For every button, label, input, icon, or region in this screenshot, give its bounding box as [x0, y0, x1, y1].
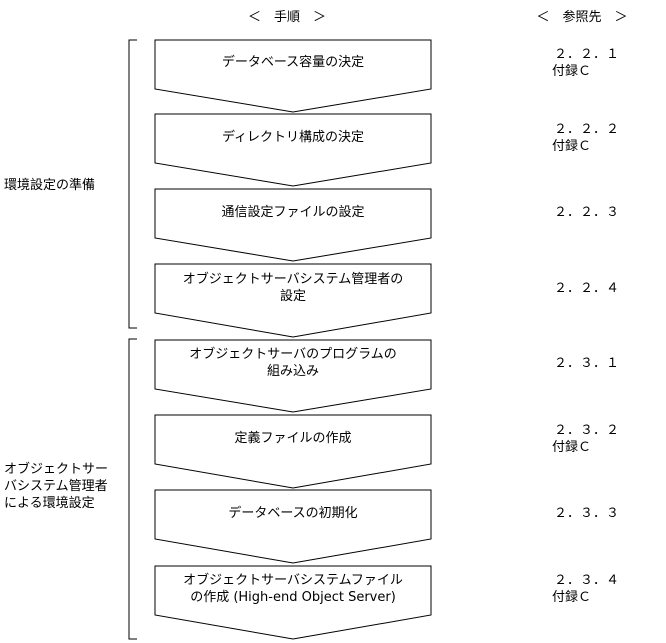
reference-step-1-section: ２．２．１	[554, 47, 620, 62]
reference-step-8-section: ２．３．４	[554, 573, 620, 588]
reference-step-4-section: ２．２．４	[554, 281, 620, 296]
step-shape-7	[154, 489, 432, 564]
step-label-system-file-line-1: オブジェクトサーバシステムファイル	[183, 573, 403, 588]
step-label-program-install-line-2: 組み込み	[266, 364, 319, 379]
reference-step-1-appendix: 付録Ｃ	[552, 64, 592, 79]
group-bracket-admin-environment-setup	[128, 338, 137, 640]
group-label-admin-environment-setup-line-3: による環境設定	[4, 496, 95, 511]
group-label-admin-environment-setup-line-2: バシステム管理者	[4, 479, 108, 494]
group-label-admin-environment-setup-line-1: オブジェクトサー	[4, 462, 109, 477]
reference-step-2-section: ２．２．２	[554, 122, 620, 137]
reference-step-2-appendix: 付録Ｃ	[552, 139, 592, 154]
step-label-database-initialize: データベースの初期化	[228, 506, 358, 521]
reference-step-3-section: ２．２．３	[554, 205, 620, 220]
step-label-admin-setting-line-2: 設定	[279, 289, 306, 304]
step-label-system-file-line-2: の作成 (High-end Object Server)	[190, 590, 396, 605]
group-label-environment-preparation: 環境設定の準備	[4, 178, 96, 193]
reference-step-6-appendix: 付録Ｃ	[552, 440, 592, 455]
step-shape-1	[154, 39, 432, 113]
step-shape-2	[154, 113, 432, 187]
procedure-header: ＜ 手順 ＞	[247, 10, 326, 25]
step-label-communication-file: 通信設定ファイルの設定	[221, 205, 365, 220]
step-shape-4	[154, 263, 432, 338]
step-label-directory-structure: ディレクトリ構成の決定	[221, 130, 365, 145]
reference-step-8-appendix: 付録Ｃ	[552, 590, 592, 605]
group-bracket-environment-preparation	[128, 39, 137, 329]
reference-header: ＜ 参照先 ＞	[536, 10, 628, 25]
step-label-database-capacity: データベース容量の決定	[221, 55, 365, 70]
reference-step-5-section: ２．３．１	[554, 356, 620, 371]
step-label-program-install-line-1: オブジェクトサーバのプログラムの	[189, 347, 397, 362]
reference-step-7-section: ２．３．３	[554, 506, 620, 521]
step-shape-5	[154, 339, 432, 413]
step-shape-8	[154, 565, 432, 640]
step-label-admin-setting-line-1: オブジェクトサーバシステム管理者の	[182, 272, 404, 287]
reference-step-6-section: ２．３．２	[554, 423, 620, 438]
step-shape-6	[154, 414, 432, 489]
step-label-definition-file: 定義ファイルの作成	[234, 431, 352, 446]
step-shape-3	[154, 188, 432, 262]
